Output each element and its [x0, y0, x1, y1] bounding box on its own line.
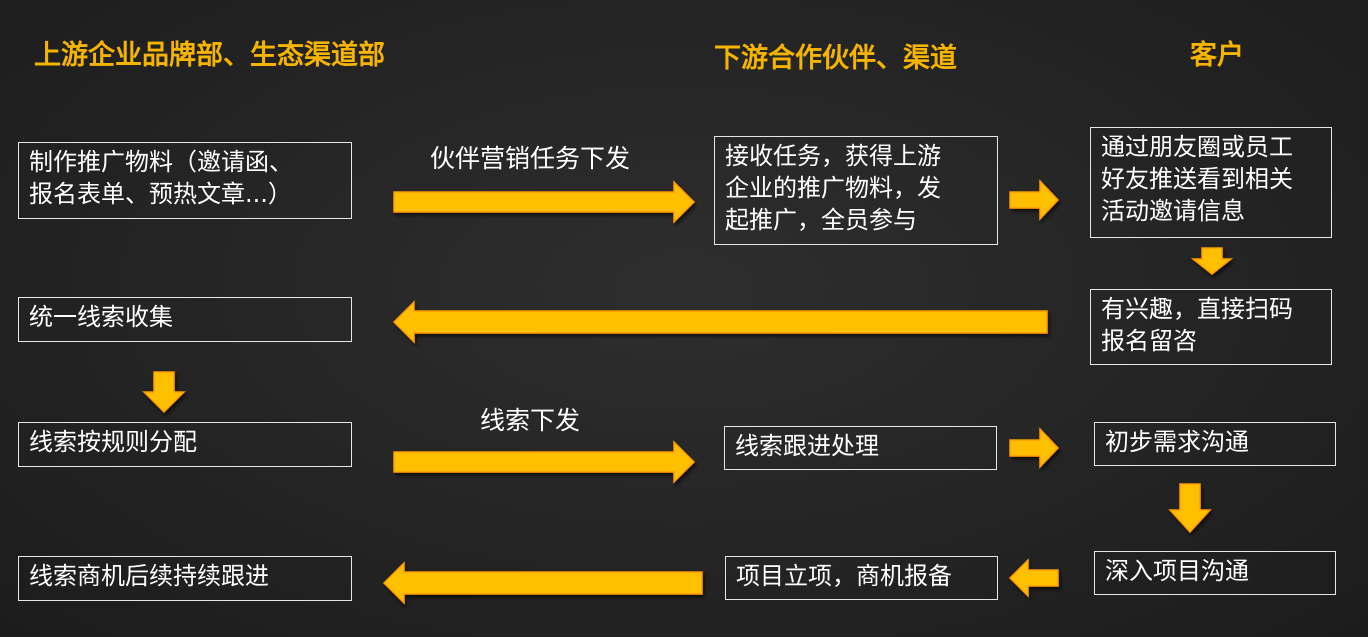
arrow-down-collect-to-assign — [142, 371, 186, 414]
box-project-setup: 项目立项，商机报备 — [725, 556, 998, 600]
label-lead-dispatch: 线索下发 — [480, 406, 581, 435]
arrow-right-receive-to-see — [1009, 179, 1060, 221]
arrow-left-ongoing — [382, 561, 703, 605]
box-follow-leads: 线索跟进处理 — [724, 426, 997, 470]
box-ongoing-follow: 线索商机后续持续跟进 — [18, 556, 352, 601]
label-task-dispatch: 伙伴营销任务下发 — [430, 144, 631, 173]
header-upstream: 上游企业品牌部、生态渠道部 — [34, 40, 385, 71]
arrow-right-lead — [393, 440, 696, 484]
box-make-material: 制作推广物料（邀请函、 报名表单、预热文章...） — [18, 142, 352, 219]
arrow-left-deep-to-project — [1008, 558, 1059, 598]
box-assign-leads: 线索按规则分配 — [18, 422, 352, 467]
arrow-down-needs-to-deep — [1168, 483, 1212, 534]
box-collect-leads: 统一线索收集 — [18, 297, 352, 342]
arrow-right-task — [393, 180, 696, 224]
box-scan-register: 有兴趣，直接扫码 报名留咨 — [1090, 289, 1332, 365]
arrow-right-follow-to-needs — [1009, 427, 1060, 469]
header-downstream: 下游合作伙伴、渠道 — [714, 43, 957, 74]
box-initial-needs: 初步需求沟通 — [1094, 422, 1336, 466]
box-receive-task: 接收任务，获得上游 企业的推广物料，发 起推广，全员参与 — [714, 136, 998, 245]
arrow-left-collect — [392, 300, 1048, 344]
box-deep-comm: 深入项目沟通 — [1094, 551, 1336, 595]
arrow-down-see-to-scan — [1190, 247, 1234, 275]
header-customer: 客户 — [1190, 40, 1244, 71]
box-see-invite: 通过朋友圈或员工 好友推送看到相关 活动邀请信息 — [1090, 127, 1332, 238]
